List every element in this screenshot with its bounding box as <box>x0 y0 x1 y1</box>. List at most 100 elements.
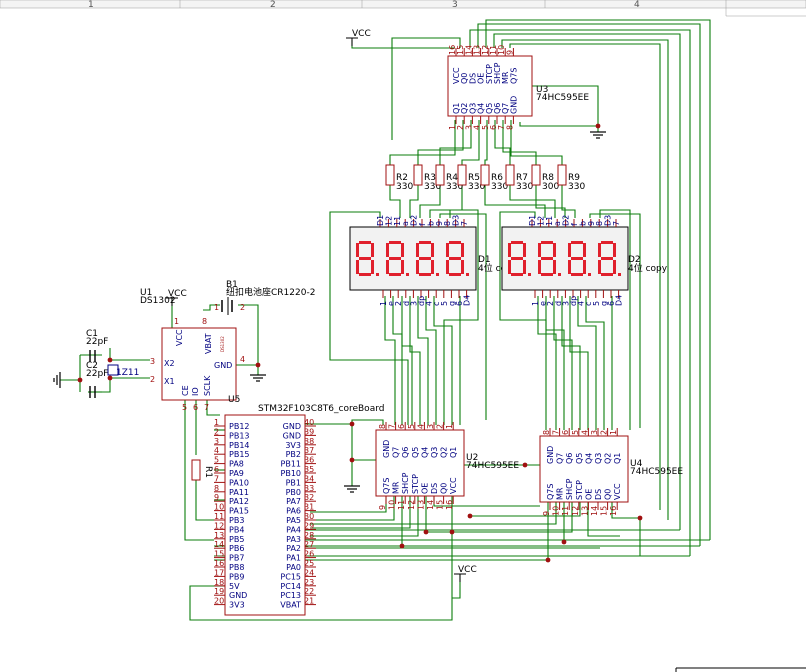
segment <box>601 241 613 244</box>
u2-pin-num-8: 8 <box>378 424 387 429</box>
u4-pin-num-5: 5 <box>571 430 580 435</box>
u2-pin-num-5: 5 <box>407 424 416 429</box>
segment <box>461 260 464 274</box>
u5-pin-label-pa0: PA0 <box>286 563 301 572</box>
u4-part: 74HC595EE <box>630 467 683 477</box>
d1-top-pin: 12 <box>384 216 393 226</box>
segment <box>449 273 461 276</box>
segment <box>431 243 434 257</box>
u4-pin-num-14: 14 <box>590 506 599 516</box>
c1-capacitor[interactable]: C1 22pF <box>86 329 108 362</box>
d2-top-pin: 12 <box>536 216 545 226</box>
u1-pin-vbat: VBAT <box>204 333 213 354</box>
u2-part: 74HC595EE <box>466 461 519 471</box>
resistor-body <box>505 164 515 186</box>
r1-ref: R1 <box>203 466 213 478</box>
u4-pin-num-4: 4 <box>580 430 589 435</box>
d1-bottom-pin: dp <box>417 296 426 306</box>
grid-label-1: 1 <box>88 0 94 10</box>
u5-pin-num-39: 39 <box>304 427 314 436</box>
u4-pin-num-7: 7 <box>552 430 561 435</box>
u5-pin-num-30: 30 <box>304 512 314 521</box>
d1-top-pin: D2 <box>410 215 419 226</box>
u5-pin-label-pc15: PC15 <box>280 572 301 581</box>
u4-pin-label-vcc: VCC <box>613 483 622 500</box>
c2-capacitor[interactable]: C2 22pF <box>86 361 108 398</box>
u5-pin-num-16: 16 <box>214 559 224 568</box>
u1-pin-x2: X2 <box>164 359 175 368</box>
segment <box>446 243 449 257</box>
u5-pin-label-pa7: PA7 <box>286 497 301 506</box>
u5-pin-label-5v: 5V <box>229 582 240 591</box>
segment-dp <box>558 273 561 276</box>
u4-pin-num-8: 8 <box>542 430 551 435</box>
u5-pin-num-36: 36 <box>304 456 314 465</box>
segment <box>419 273 431 276</box>
segment <box>571 241 583 244</box>
grid-label-4: 4 <box>634 0 640 10</box>
d2-top-pin: D1 <box>528 215 537 226</box>
resistor-ref: R7 <box>516 173 528 183</box>
u5-pin-num-35: 35 <box>304 465 314 474</box>
segment <box>553 243 556 257</box>
segment <box>356 243 359 257</box>
u4-pin-num-15: 15 <box>600 506 609 516</box>
c2-ref: C2 <box>86 361 98 371</box>
ground-symbol-u1 <box>250 374 266 382</box>
d2-bottom-pin: c <box>584 302 593 306</box>
segment-dp <box>436 273 439 276</box>
u4-pin-label-stcp: STCP <box>575 480 584 500</box>
u2-pin-num-9: 9 <box>378 505 387 510</box>
u5-pin-num-27: 27 <box>304 540 314 549</box>
ground-symbol-u3 <box>590 131 606 139</box>
b1-battery-holder[interactable]: B1 纽扣电池座CR1220-2 1 2 <box>214 280 315 315</box>
segment <box>389 273 401 276</box>
u3-ref: U3 <box>536 85 548 95</box>
r1-resistor[interactable]: R1 <box>191 459 213 481</box>
u5-stm32-core-board[interactable]: U5 STM32F103C8T6_coreBoard PB121PB132PB1… <box>214 395 384 616</box>
d1-top-pin: 7 <box>460 221 469 226</box>
u5-pin-label-pa11: PA11 <box>229 488 249 497</box>
u5-pin-num-20: 20 <box>214 597 224 606</box>
resistor-body <box>557 164 567 186</box>
d1-top-pin: D3 <box>452 215 461 226</box>
d1-top-pin: 9 <box>435 221 444 226</box>
u5-pin-num-31: 31 <box>304 503 314 512</box>
u3-pin-num-4: 4 <box>473 125 482 130</box>
ground-symbol-u2 <box>344 485 360 493</box>
u4-pin-num-10: 10 <box>552 506 561 516</box>
d2-top-pin: f <box>570 223 579 226</box>
segment <box>508 243 511 257</box>
u1-pin-io: IO <box>191 387 200 396</box>
segment <box>401 260 404 274</box>
u3-pin-num-1: 1 <box>448 125 457 130</box>
u4-pin-label-q4: Q4 <box>584 453 593 464</box>
d2-digit-2 <box>538 241 561 276</box>
resistor-body <box>480 164 490 186</box>
u5-pin-num-26: 26 <box>304 550 314 559</box>
u2-pin-label-ds: DS <box>430 483 439 494</box>
x1-crystal[interactable]: 1Z11 <box>107 364 139 378</box>
u1-ds1302[interactable]: U1 DS1302 X2 X1 3 2 GND 4 VCC VBAT 1 8 C… <box>140 288 245 412</box>
x1-ref: 1Z11 <box>116 368 139 378</box>
u2-pin-num-16: 16 <box>445 500 454 510</box>
u4-pin-num-1: 1 <box>609 430 618 435</box>
vcc-label-u5: VCC <box>458 565 477 575</box>
u3-74hc595[interactable]: U3 74HC595EE VCC16Q015DS14OE13STCP12SHCP… <box>447 45 589 130</box>
u3-pin-label-q1: Q1 <box>452 103 461 114</box>
segment <box>571 273 583 276</box>
